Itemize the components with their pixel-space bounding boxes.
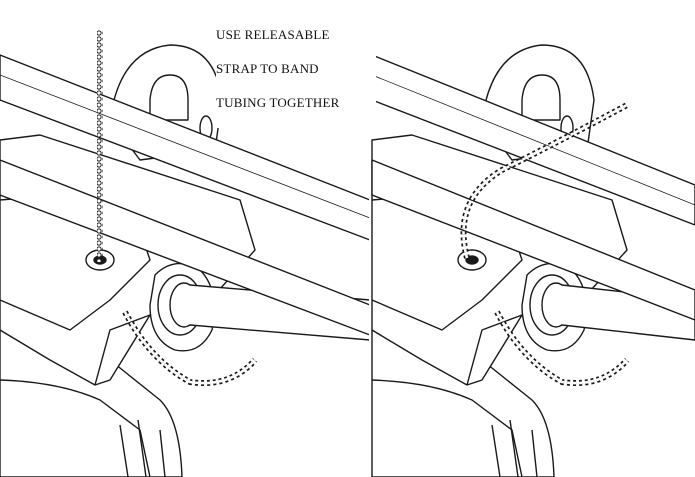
callout-line-3: TUBING TOGETHER xyxy=(216,95,340,110)
right-tube-2 xyxy=(371,159,695,321)
left-strap-vertical xyxy=(97,30,103,262)
callout-line-1: USE RELEASABLE xyxy=(216,27,330,42)
left-panel xyxy=(0,30,371,477)
right-panel xyxy=(371,44,695,477)
callout-text: USE RELEASABLE STRAP TO BAND TUBING TOGE… xyxy=(216,9,376,128)
callout-line-2: STRAP TO BAND xyxy=(216,61,319,76)
